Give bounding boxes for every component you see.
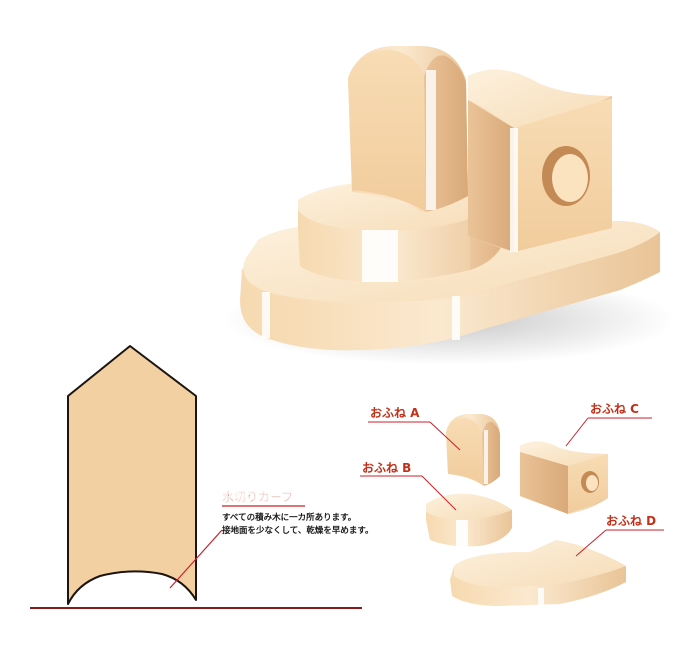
cross-section-diagram [30,345,362,609]
assembled-boat [225,46,675,365]
piece-a-assembled [348,46,468,212]
label-piece-c: おふね C [590,402,639,416]
piece-c-assembled [468,69,612,252]
text-labels: 水切りカーブ すべての積み木に一カ所あります。 接地面を少なくして、乾燥を早めま… [222,402,656,536]
piece-d-small [450,540,626,606]
exploded-pieces [360,414,664,606]
piece-a-small [446,414,500,486]
label-piece-b: おふね B [362,461,411,475]
leader-line-curve [169,529,223,589]
annotation-line-2: 接地面を少なくして、乾燥を早めます。 [222,525,373,536]
piece-b-small [426,493,512,548]
annotation-title: 水切りカーブ [222,489,293,504]
label-piece-a: おふね A [370,406,420,420]
piece-c-small [520,441,608,514]
annotation-line-1: すべての積み木に一カ所あります。 [222,512,356,523]
label-piece-d: おふね D [606,514,656,528]
section-profile [67,345,197,605]
